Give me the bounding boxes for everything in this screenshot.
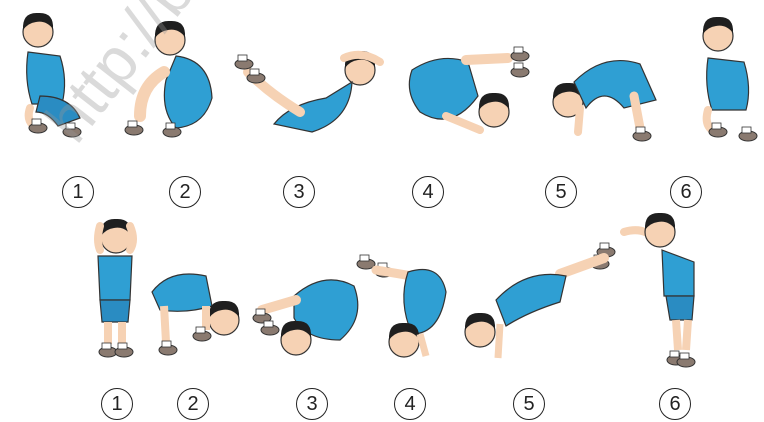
step-number: 4: [412, 176, 444, 208]
bottom-figure-2: [152, 274, 239, 355]
top-figure-2: [125, 21, 212, 137]
top-figure-4: [409, 47, 529, 130]
step-number: 5: [513, 388, 545, 420]
bottom-figure-5: [465, 243, 615, 358]
step-number: 6: [670, 176, 702, 208]
step-number: 6: [659, 388, 691, 420]
bottom-figure-1: [98, 219, 133, 357]
step-number: 3: [296, 388, 328, 420]
step-number: 2: [169, 176, 201, 208]
step-number: 4: [394, 388, 426, 420]
step-number: 1: [101, 388, 133, 420]
bottom-figure-3: [253, 280, 358, 355]
step-number: 1: [62, 176, 94, 208]
top-figure-1: [23, 13, 81, 137]
top-figure-5: [553, 61, 656, 141]
top-figure-6: [703, 17, 757, 141]
top-figure-3: [235, 51, 380, 132]
step-number: 5: [545, 176, 577, 208]
bottom-figure-6: [624, 213, 695, 367]
step-number: 2: [177, 388, 209, 420]
step-number: 3: [283, 176, 315, 208]
bottom-figure-4: [357, 255, 446, 357]
